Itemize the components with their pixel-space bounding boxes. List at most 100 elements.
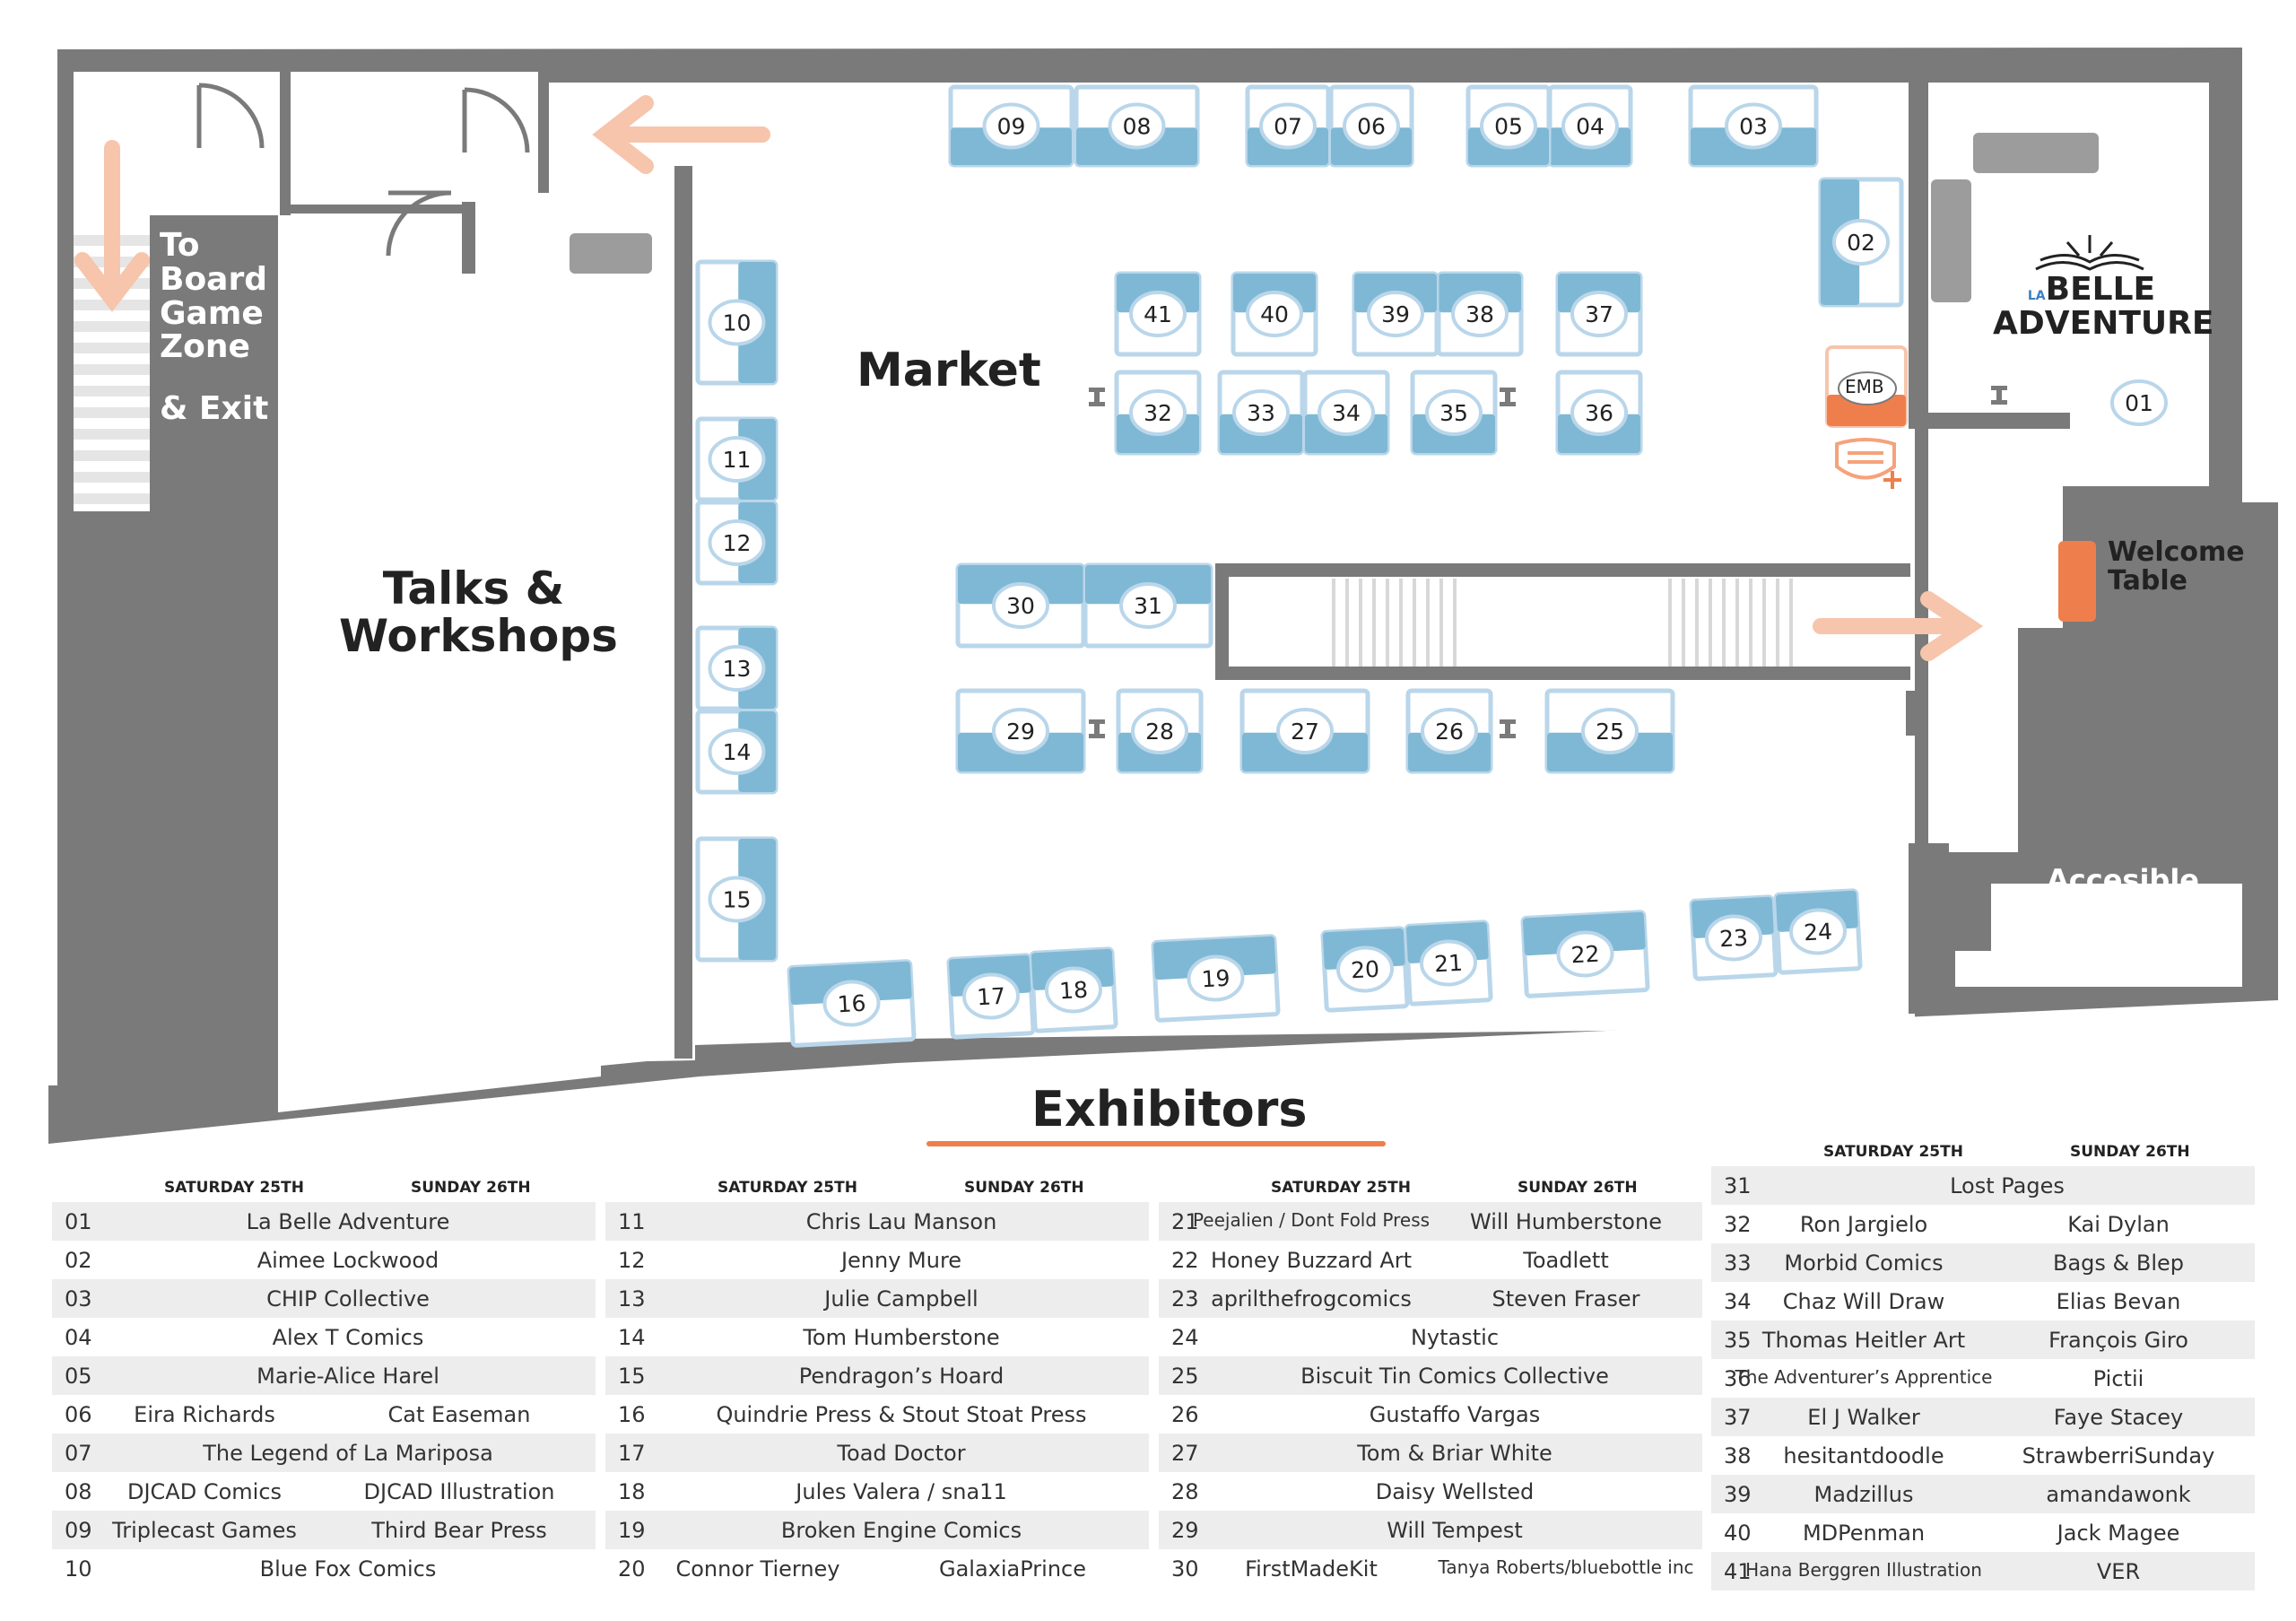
table-06: 06: [1328, 84, 1414, 168]
table-05: 05: [1465, 84, 1552, 168]
table-number: 37: [1585, 301, 1613, 327]
table-23: 23: [1689, 894, 1779, 981]
table-number: 21: [1433, 950, 1463, 978]
table-28: 28: [1116, 688, 1204, 774]
table-number: 08: [1123, 114, 1152, 140]
saturday-header: SATURDAY 25TH: [1271, 1179, 1411, 1197]
table-number: 29: [1171, 1518, 1199, 1543]
table-17: 17: [946, 953, 1036, 1040]
table-number: 36: [1585, 400, 1613, 426]
table-number: 11: [618, 1209, 646, 1234]
table-number: 37: [1724, 1405, 1752, 1430]
table-number: 30: [1006, 593, 1035, 619]
table-37: 37: [1555, 271, 1643, 357]
table-number: 32: [1724, 1212, 1752, 1237]
table-number: 15: [723, 887, 752, 913]
table-09: 09: [948, 84, 1074, 168]
table-number: 19: [618, 1518, 646, 1543]
table-16: 16: [787, 959, 917, 1048]
table-number: 04: [1576, 114, 1605, 140]
interior-walls: [280, 72, 2242, 1059]
table-01: 01: [2110, 379, 2168, 426]
table-36: 36: [1555, 370, 1643, 456]
table-04: 04: [1547, 84, 1633, 168]
table-number: 17: [976, 983, 1005, 1011]
table-number: 22: [1171, 1248, 1199, 1273]
table-number: 11: [723, 447, 752, 473]
table-number: 16: [618, 1402, 646, 1427]
table-08: 08: [1074, 84, 1200, 168]
brand-logo: LABELLE ADVENTURE: [1993, 271, 2214, 342]
saturday-header: SATURDAY 25TH: [718, 1179, 857, 1197]
saturday-header: SATURDAY 25TH: [1823, 1143, 1963, 1161]
first-aid-mask-icon: [1835, 438, 1901, 489]
bench-markers: [1089, 386, 2007, 738]
table-number: 18: [618, 1479, 646, 1504]
table-number: 04: [65, 1325, 92, 1350]
table-number: 39: [1381, 301, 1410, 327]
column-header: SATURDAY 25TH SUNDAY 26TH: [605, 1168, 1149, 1202]
column-header: SATURDAY 25TH SUNDAY 26TH: [1159, 1168, 1702, 1202]
sunday-header: SUNDAY 26TH: [411, 1179, 531, 1197]
table-number: 33: [1724, 1251, 1752, 1276]
table-number: 28: [1171, 1479, 1199, 1504]
table-number: 02: [1847, 230, 1875, 256]
table-number: 14: [723, 739, 752, 765]
table-number: 36: [1724, 1366, 1752, 1391]
exhibitors-title: Exhibitors: [1031, 1081, 1308, 1137]
table-number: 20: [618, 1556, 646, 1582]
table-21: 21: [1404, 919, 1493, 1007]
table-13: 13: [695, 625, 778, 711]
sunday-header: SUNDAY 26TH: [1518, 1179, 1638, 1197]
table-number: 10: [65, 1556, 92, 1582]
table-number: 13: [618, 1286, 646, 1312]
emb-station: [1825, 345, 1908, 428]
table-number: 33: [1247, 400, 1275, 426]
table-number: 41: [1144, 301, 1172, 327]
table-41: 41: [1114, 271, 1202, 357]
table-18: 18: [1029, 946, 1118, 1033]
table-number: 25: [1171, 1364, 1199, 1389]
table-number: 20: [1350, 956, 1379, 984]
table-number: 38: [1465, 301, 1494, 327]
table-19: 19: [1151, 934, 1281, 1023]
welcome-table: [2058, 541, 2096, 622]
table-number: 30: [1171, 1556, 1199, 1582]
sunday-header: SUNDAY 26TH: [964, 1179, 1084, 1197]
table-25: 25: [1544, 688, 1675, 774]
table-number: 05: [1494, 114, 1523, 140]
arrow-down-icon: [74, 140, 150, 312]
table-number: 26: [1435, 719, 1464, 745]
table-number: 15: [618, 1364, 646, 1389]
emb-label: EMB: [1845, 376, 1884, 397]
table-29: 29: [955, 688, 1086, 774]
arrow-right-icon: [1813, 591, 1984, 661]
book-logo-icon: [2035, 235, 2144, 271]
